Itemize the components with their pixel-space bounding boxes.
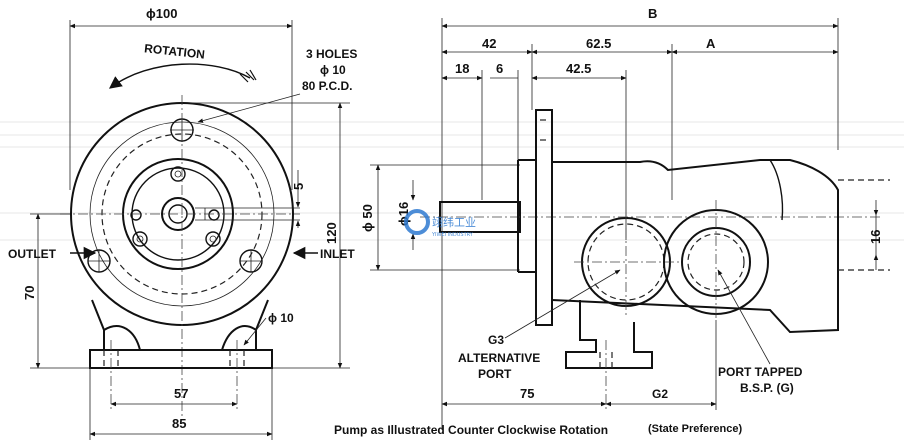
watermark: 翊纬工业 YIWEI INDUSTRY	[404, 209, 476, 238]
side-view: B 42 62.5 A 18 6 42.5 ϕ 50 ϕ16	[360, 6, 890, 430]
side-dim-75: 75	[520, 386, 534, 401]
front-view: ϕ100 ROTATION 3 HOLES ϕ 10 80 P.C.D.	[8, 6, 357, 440]
rotation-arrow-icon	[108, 63, 251, 89]
side-dim-62-5: 62.5	[586, 36, 611, 51]
outlet-label: OUTLET	[8, 247, 57, 261]
g3-label: G3	[488, 333, 504, 347]
port-tapped-line1: PORT TAPPED	[718, 365, 803, 379]
alt-port-line2: PORT	[478, 367, 512, 381]
side-dim-6: 6	[496, 61, 503, 76]
g2-label: G2	[652, 387, 668, 401]
port-tapped-line2: B.S.P. (G)	[740, 381, 794, 395]
side-dim-42-5: 42.5	[566, 61, 591, 76]
front-dim-57: 57	[174, 386, 188, 401]
alt-port-line1: ALTERNATIVE	[458, 351, 540, 365]
holes-label-line3: 80 P.C.D.	[302, 79, 352, 93]
front-dim-85: 85	[172, 416, 186, 431]
holes-label-line1: 3 HOLES	[306, 47, 357, 61]
front-dim-5: 5	[291, 183, 306, 190]
watermark-logo-icon	[404, 209, 430, 235]
inlet-label: INLET	[320, 247, 355, 261]
front-dim-70: 70	[22, 286, 37, 300]
side-dim-phi50: ϕ 50	[360, 204, 375, 232]
watermark-sub: YIWEI INDUSTRY	[431, 232, 474, 238]
front-dim-120: 120	[324, 222, 339, 244]
front-dia-label: ϕ100	[146, 6, 177, 21]
side-dim-B: B	[648, 6, 657, 21]
holes-label-line2: ϕ 10	[320, 63, 346, 77]
watermark-text: 翊纬工业	[432, 215, 476, 229]
caption-main: Pump as Illustrated Counter Clockwise Ro…	[334, 423, 608, 437]
side-dim-A: A	[706, 36, 716, 51]
side-dim-42: 42	[482, 36, 496, 51]
caption-note: (State Preference)	[648, 423, 742, 435]
scan-lines	[0, 121, 904, 241]
rotation-feather-icon	[239, 69, 257, 83]
side-dim-18: 18	[455, 61, 469, 76]
rotation-label: ROTATION	[144, 41, 206, 61]
foot-hole-label: ϕ 10	[268, 311, 294, 325]
side-dim-16: 16	[868, 230, 883, 244]
